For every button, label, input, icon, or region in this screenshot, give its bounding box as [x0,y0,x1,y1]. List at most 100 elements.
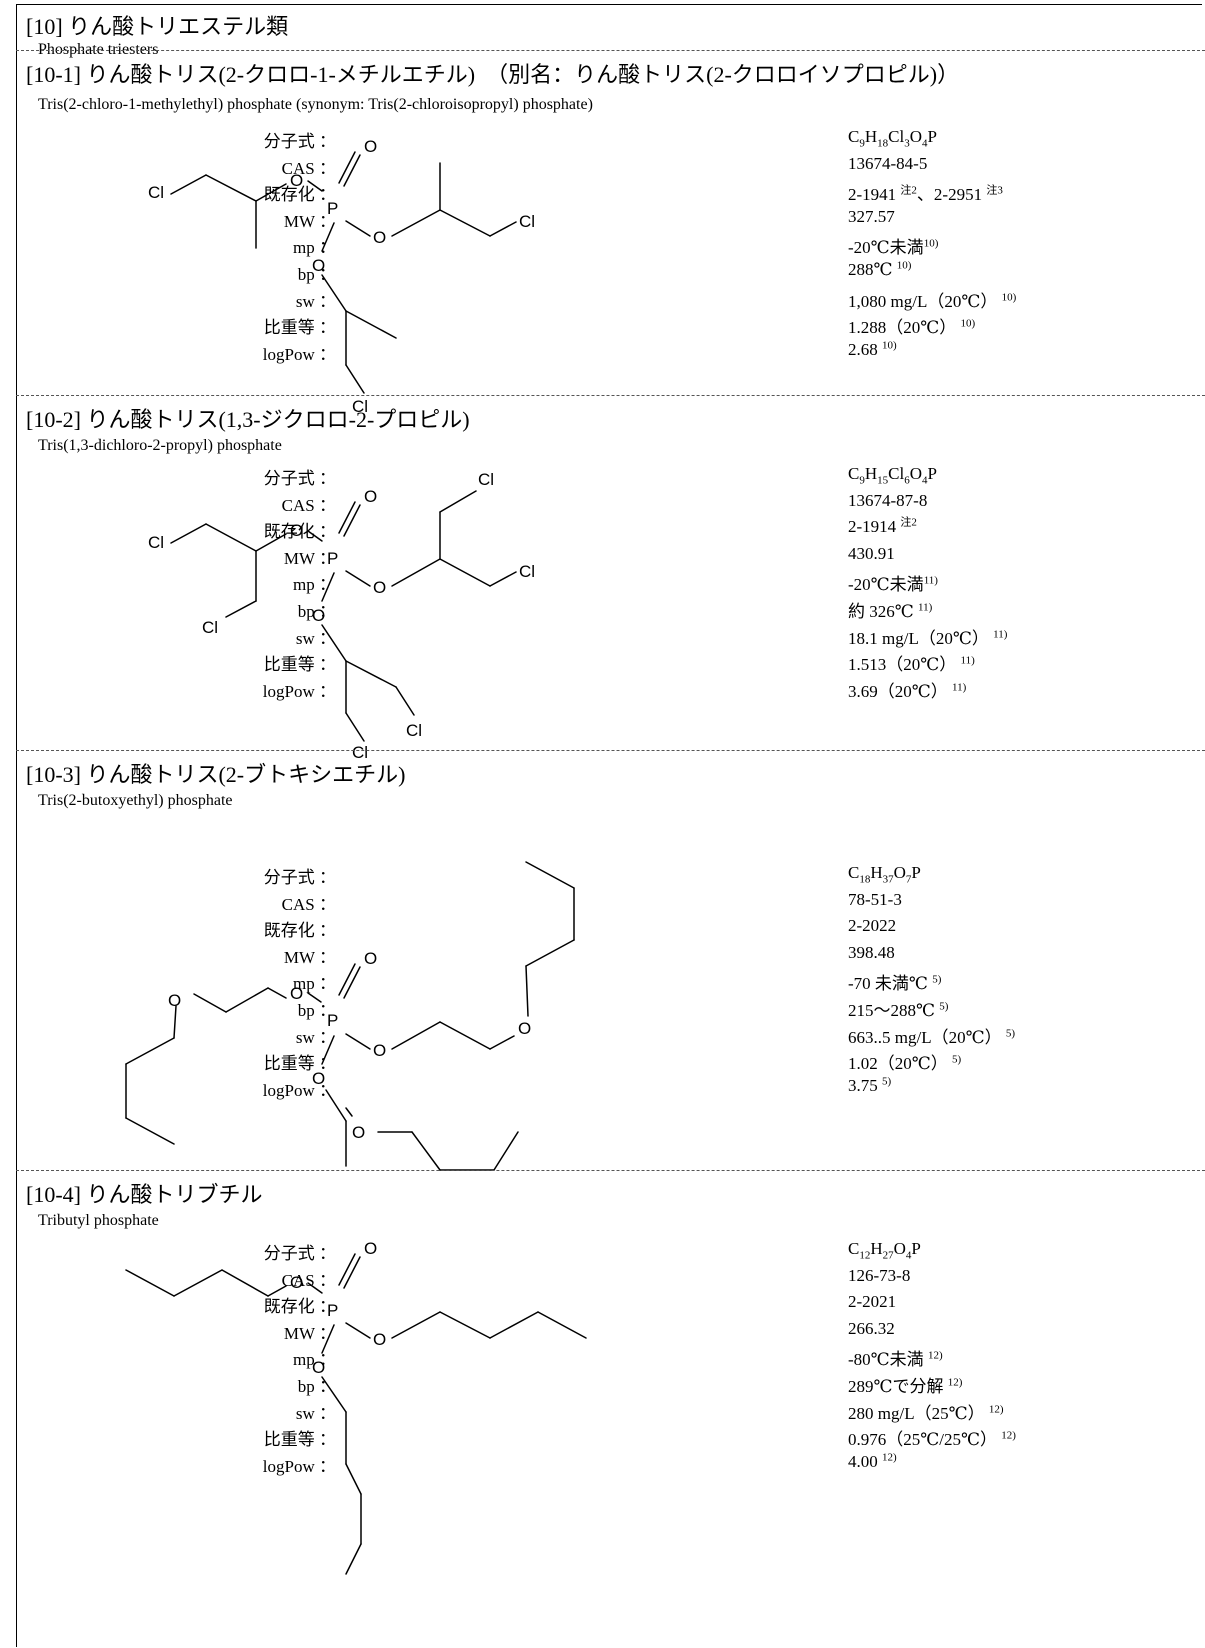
formula-part: Cl [888,464,905,483]
reference-note: 5) [932,973,942,986]
reference-note: 12) [988,1402,1004,1415]
value-text: 13674-84-5 [848,153,928,173]
property-value: 1.02（20℃） 5) [848,1049,961,1074]
compound-section: [10-2] りん酸トリス(1,3-ジクロロ-2-プロピル) Tris(1,3-… [16,395,1205,762]
property-key: logPow ： [262,1080,336,1100]
structure-diagram: Cl O O P O Cl O Cl [148,137,535,416]
value-text: 280 mg/L（25℃） [848,1403,989,1423]
property-key: 比重等 ： [263,1054,336,1074]
phosphorus-atom-label: P [327,1011,338,1030]
reference-note: 11) [960,654,975,667]
property-key: 既存化 ： [263,185,336,205]
formula-part: P [911,1239,921,1258]
page-frame [16,4,1202,1647]
value-text: -20℃未満 [848,238,924,258]
property-value: 288℃ 10) [848,260,911,280]
formula-part: 4 [921,474,928,487]
property-value: 215～288℃ 5) [848,996,948,1021]
property-value: C18H37O7P [848,863,921,886]
formula-part: O [909,464,922,483]
property-value: 約 326℃ 11) [848,597,932,622]
value-text: 289℃で分解 [848,1376,948,1396]
property-value: 266.32 [848,1319,895,1339]
value-text: 663..5 mg/L（20℃） [848,1027,1006,1047]
property-value: C9H15Cl6O4P [848,464,937,487]
structure-diagram: O O P O O O O [125,861,575,1167]
category-title-jp: [10] りん酸トリエステル類 [26,14,289,39]
reference-note: 10) [896,259,912,272]
formula-part: C [848,127,860,146]
value-text: 2-2021 [848,1292,897,1312]
property-value: 3.69（20℃） 11) [848,677,966,702]
property-value: 78-51-3 [848,890,902,910]
reference-note: 10) [923,237,939,250]
property-value: 280 mg/L（25℃） 12) [848,1399,1004,1424]
property-key: 既存化 ： [263,522,336,542]
value-text: 327.57 [848,206,895,226]
oxygen-atom-label: O [312,1358,325,1377]
property-key: sw ： [295,291,336,311]
property-value: -70 未満℃ 5) [848,969,941,994]
value-text: -20℃未満 [848,575,924,595]
value-text: 430.91 [848,543,895,563]
oxygen-atom-label: O [364,487,377,506]
formula-part: O [893,1239,906,1258]
property-value: 430.91 [848,544,895,564]
property-key: sw ： [295,1027,336,1047]
oxygen-atom-label: O [364,137,377,156]
value-text: 1,080 mg/L（20℃） [848,291,1002,311]
formula-part: 18 [877,137,889,150]
property-key: 分子式 ： [263,469,336,488]
property-value: 2-2022 [848,916,896,936]
property-key: logPow ： [262,344,336,364]
compound-title-en: Tris(2-chloro-1-methylethyl) phosphate (… [38,96,593,113]
chlorine-atom-label: Cl [519,212,535,231]
value-text: 0.976（25℃/25℃） [848,1430,1002,1450]
value-text: -70 未満℃ [848,974,933,994]
structure-diagram: O O P O O [125,1239,587,1575]
property-value: 2-1914 注2 [848,517,917,537]
property-key: logPow ： [262,1456,336,1476]
property-key: CAS ： [281,894,336,914]
formula-part: H [864,127,878,146]
property-value: C9H18Cl3O4P [848,127,937,150]
compound-section: [10-1] りん酸トリス(2-クロロ-1-メチルエチル) （別名：りん酸トリス… [16,50,1205,416]
property-value: -80℃未満 12) [848,1345,943,1370]
property-key: 比重等 ： [263,318,336,338]
formula-part: 4 [905,1249,912,1262]
value-text: 4.00 [848,1451,882,1471]
structure-diagram-tail: O [345,1107,519,1171]
chlorine-atom-label: Cl [352,743,368,762]
formula-part: 6 [904,474,910,487]
reference-note: 11) [918,601,933,614]
formula-part: 12 [859,1249,871,1262]
reference-note: 10) [1001,290,1017,303]
oxygen-atom-label: O [312,606,325,625]
value-text: 2-2022 [848,916,897,936]
property-key: sw ： [295,628,336,648]
value-text: 215～288℃ [848,1000,940,1020]
reference-note: 注3 [986,184,1003,197]
reference-note: 5) [882,1075,892,1088]
oxygen-atom-label: O [290,171,303,190]
reference-note: 11) [993,627,1008,640]
compound-title-jp: [10-1] りん酸トリス(2-クロロ-1-メチルエチル) （別名：りん酸トリス… [26,62,960,87]
property-value: 126-73-8 [848,1266,910,1286]
property-key: MW ： [283,211,336,231]
formula-part: O [893,863,906,882]
value-text: 2-1914 [848,517,901,537]
reference-note: 12) [882,1451,897,1464]
value-text: 約 326℃ [848,601,919,621]
phosphorus-atom-label: P [327,199,338,218]
formula-part: 37 [882,873,894,886]
property-value: 3.75 5) [848,1076,891,1096]
oxygen-atom-label: O [290,521,303,540]
value-text: 266.32 [848,1318,895,1338]
compound-title-en: Tris(2-butoxyethyl) phosphate [38,792,233,809]
formula-part: C [848,1239,860,1258]
property-key: mp ： [293,974,336,994]
property-key: bp ： [297,264,336,284]
property-key: logPow ： [262,681,336,701]
value-text: 18.1 mg/L（20℃） [848,628,994,648]
oxygen-atom-label: O [364,1239,377,1258]
